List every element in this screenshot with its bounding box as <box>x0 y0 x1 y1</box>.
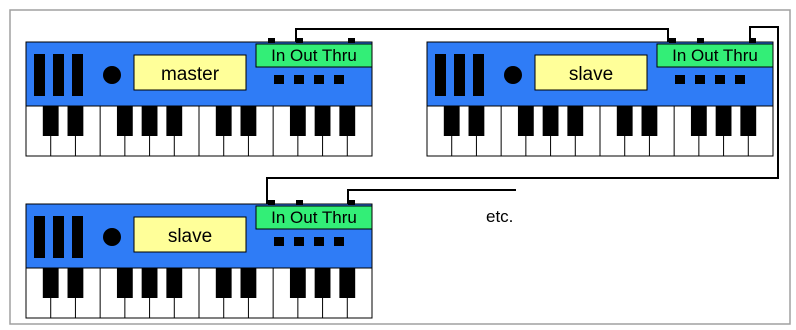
port-labels: In Out Thru <box>271 46 357 65</box>
black-key <box>215 106 232 136</box>
slider-strip <box>34 216 45 258</box>
port-label-box <box>255 43 373 68</box>
panel-button <box>274 237 284 246</box>
black-key <box>166 268 183 298</box>
black-key <box>116 268 133 298</box>
panel-button <box>314 75 324 84</box>
name-display <box>534 54 648 91</box>
black-key <box>443 106 460 136</box>
panel-button <box>334 75 344 84</box>
keyboard-slave-2: slave In Out Thru <box>25 200 373 319</box>
black-key <box>42 106 59 136</box>
black-key <box>339 268 356 298</box>
port-connector <box>697 38 704 43</box>
keyboard-name-label: slave <box>168 226 212 247</box>
black-key <box>715 106 732 136</box>
name-display <box>133 216 247 253</box>
black-key <box>517 106 534 136</box>
slider-strip <box>435 54 446 96</box>
black-key <box>468 106 485 136</box>
panel-button <box>715 75 725 84</box>
black-key <box>542 106 559 136</box>
black-key <box>42 268 59 298</box>
black-key <box>67 268 84 298</box>
keyboard-slave-1: slave In Out Thru <box>426 38 774 157</box>
black-key <box>116 106 133 136</box>
port-connector <box>268 200 275 205</box>
black-key <box>339 106 356 136</box>
panel-button <box>334 237 344 246</box>
port-label-box <box>656 43 774 68</box>
knob <box>504 66 522 84</box>
cable-master-out-to-slave1-in <box>295 28 669 42</box>
port-labels: In Out Thru <box>271 208 357 227</box>
slider-strip <box>473 54 484 96</box>
slider-strip <box>34 54 45 96</box>
slider-strip <box>53 54 64 96</box>
port-connector <box>268 38 275 43</box>
panel-button <box>314 237 324 246</box>
port-connector <box>348 200 355 205</box>
port-connector <box>669 38 676 43</box>
black-key <box>314 106 331 136</box>
panel-button <box>294 237 304 246</box>
port-connector <box>348 38 355 43</box>
slider-strip <box>454 54 465 96</box>
black-key <box>166 106 183 136</box>
black-key <box>289 106 306 136</box>
continuation-label: etc. <box>486 207 513 226</box>
cable-slave1-thru-to-slave2-in <box>266 26 779 204</box>
keyboard-name-label: master <box>161 64 220 85</box>
slider-strip <box>53 216 64 258</box>
port-label-box <box>255 205 373 230</box>
black-key <box>740 106 757 136</box>
black-key <box>289 268 306 298</box>
port-connector <box>296 200 303 205</box>
port-connector <box>749 38 756 43</box>
panel-button <box>294 75 304 84</box>
black-key <box>240 268 257 298</box>
black-key <box>567 106 584 136</box>
cable-slave2-thru-to-next <box>347 189 516 204</box>
black-key <box>690 106 707 136</box>
knob <box>103 228 121 246</box>
keyboard-master: master In Out Thru <box>25 38 373 157</box>
panel-button <box>274 75 284 84</box>
port-connector <box>296 38 303 43</box>
black-key <box>616 106 633 136</box>
black-key <box>215 268 232 298</box>
black-key <box>641 106 658 136</box>
black-key <box>67 106 84 136</box>
port-labels: In Out Thru <box>672 46 758 65</box>
panel-button <box>695 75 705 84</box>
name-display <box>133 54 247 91</box>
knob <box>103 66 121 84</box>
black-key <box>240 106 257 136</box>
panel-button <box>735 75 745 84</box>
black-key <box>141 268 158 298</box>
slider-strip <box>72 54 83 96</box>
midi-cables <box>266 26 779 204</box>
panel-button <box>675 75 685 84</box>
black-key <box>141 106 158 136</box>
black-key <box>314 268 331 298</box>
keyboard-name-label: slave <box>569 64 613 85</box>
slider-strip <box>72 216 83 258</box>
